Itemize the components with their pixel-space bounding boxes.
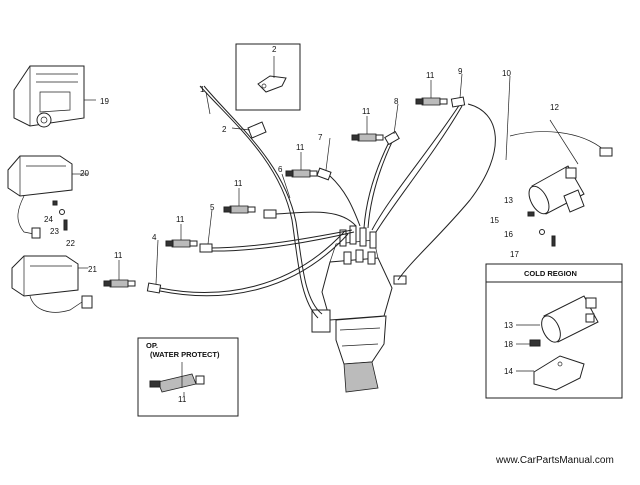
bracket-cold-region — [533, 355, 585, 391]
callout-11-g: 11 — [178, 395, 187, 404]
distributor — [311, 239, 407, 393]
callout-11-b: 11 — [176, 215, 185, 224]
callout-4: 4 — [152, 233, 157, 242]
op-box-title: OP. — [146, 341, 158, 350]
callout-12: 12 — [550, 103, 559, 112]
callout-15: 15 — [490, 216, 499, 225]
leader-lines — [118, 73, 511, 388]
callout-8: 8 — [394, 97, 399, 106]
callout-9: 9 — [458, 67, 463, 76]
plug-wires — [159, 85, 496, 319]
spark-plug-5 — [351, 133, 384, 142]
callout-11-e: 11 — [362, 107, 371, 116]
callout-18: 18 — [504, 340, 513, 349]
callout-21: 21 — [88, 265, 97, 274]
spark-plug-2 — [165, 239, 198, 248]
callout-19: 19 — [100, 97, 109, 106]
control-unit-21 — [11, 255, 93, 313]
spark-plugs — [103, 97, 448, 288]
coil-cold-region — [541, 295, 599, 343]
callout-13-b: 13 — [504, 321, 513, 330]
callout-16: 16 — [504, 230, 513, 239]
callout-2: 2 — [222, 125, 227, 134]
callout-6: 6 — [278, 165, 283, 174]
callout-10: 10 — [502, 69, 511, 78]
op-water-protect-box — [137, 337, 239, 417]
cold-region-box — [485, 263, 623, 399]
spark-plug-4 — [285, 169, 318, 178]
ignition-coil — [528, 165, 585, 215]
callout-23: 23 — [50, 227, 59, 236]
callout-2-inset: 2 — [272, 45, 277, 54]
control-unit-19 — [13, 65, 96, 128]
callout-20: 20 — [80, 169, 89, 178]
callout-7: 7 — [318, 133, 323, 142]
cold-region-title: COLD REGION — [524, 269, 577, 278]
callout-11-c: 11 — [234, 179, 243, 188]
callout-1: 1 — [200, 85, 205, 94]
inset-clip-box — [235, 43, 301, 111]
callout-5: 5 — [210, 203, 215, 212]
callout-22: 22 — [66, 239, 75, 248]
callout-13-a: 13 — [504, 196, 513, 205]
water-protect-plug — [149, 373, 205, 393]
callout-11-a: 11 — [114, 251, 123, 260]
wire-boots — [146, 96, 466, 294]
callout-24: 24 — [44, 215, 53, 224]
wire-clip — [247, 121, 267, 139]
callout-17: 17 — [510, 250, 519, 259]
spark-plug-3 — [223, 205, 256, 214]
op-box-subtitle: (WATER PROTECT) — [150, 350, 220, 359]
callout-11-f: 11 — [426, 71, 435, 80]
callout-labels: 19 20 24 23 22 21 1 2 2 6 4 5 7 8 9 10 1… — [44, 45, 559, 404]
callout-14: 14 — [504, 367, 513, 376]
watermark-text: www.CarPartsManual.com — [495, 455, 614, 466]
cap-towers — [339, 225, 377, 265]
control-unit-20 — [7, 155, 88, 239]
spark-plug-1 — [103, 279, 136, 288]
spark-plug-6 — [415, 97, 448, 106]
callout-11-d: 11 — [296, 143, 305, 152]
